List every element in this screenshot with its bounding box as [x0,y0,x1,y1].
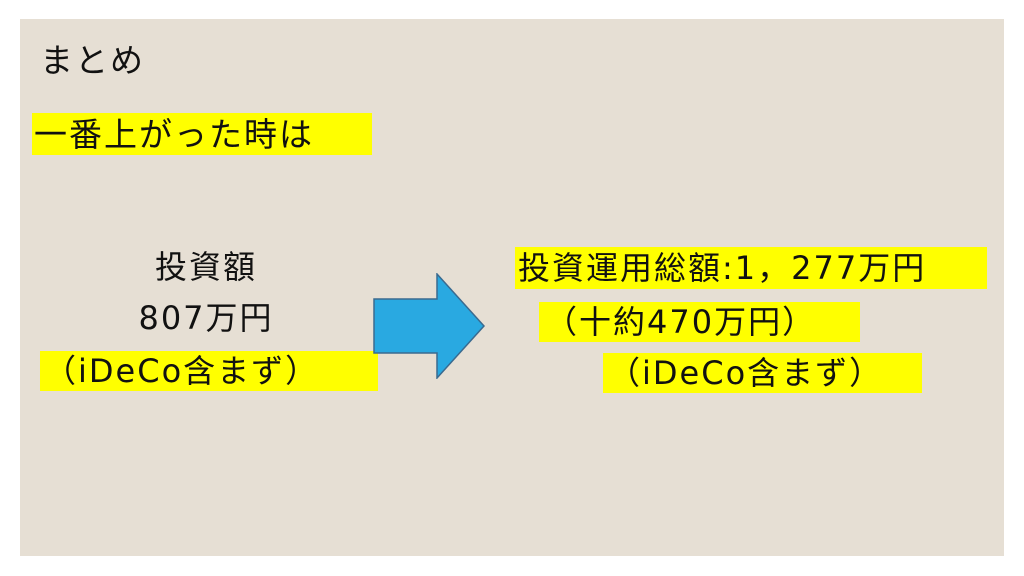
investment-amount: 807万円 [138,299,274,337]
subtitle-highlight [32,113,372,155]
arrow-right-icon [373,273,485,379]
slide-subtitle: 一番上がった時は [34,115,314,154]
left-note: （iDeCo含まず） [44,352,320,390]
total-amount: 投資運用総額:1，277万円 [518,249,927,287]
investment-label: 投資額 [154,248,257,286]
right-note: （iDeCo含まず） [608,354,884,392]
left-note-highlight [40,351,378,391]
gain-amount: （十約470万円） [545,303,817,341]
total-highlight [515,247,987,289]
right-note-highlight [603,353,922,393]
slide-title: まとめ [40,41,145,80]
slide: まとめ 一番上がった時は 投資額 807万円 （iDeCo含まず） 投資運用総額… [20,19,1004,556]
gain-highlight [539,302,860,342]
